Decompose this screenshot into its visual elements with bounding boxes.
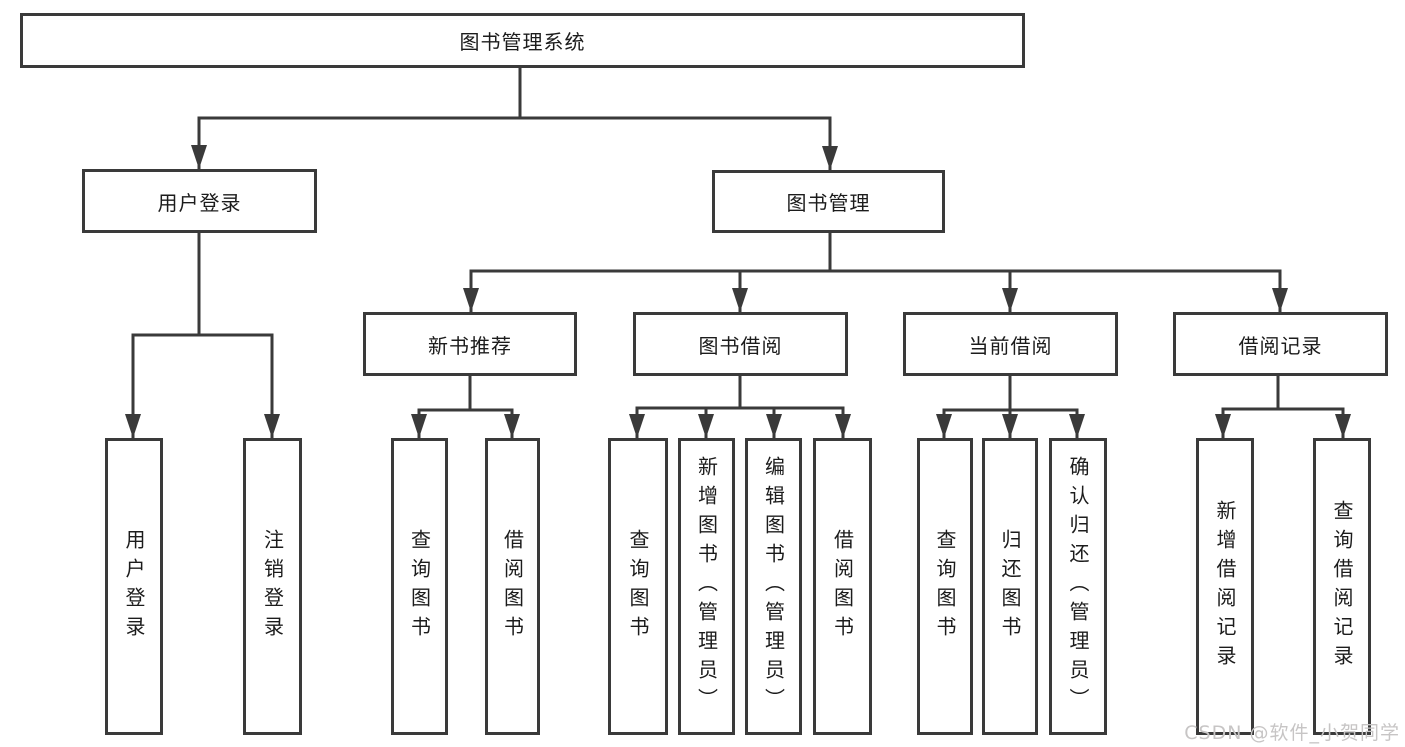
arrow-icon — [191, 145, 207, 169]
arrow-icon — [1335, 414, 1351, 438]
node-borrow-records: 借阅记录 — [1173, 312, 1388, 376]
node-book-management: 图书管理 — [712, 170, 945, 233]
leaf-borrow-query-book: 查询图书 — [608, 438, 668, 735]
leaf-label: 借阅图书 — [500, 528, 525, 645]
leaf-borrow-edit-book: 编辑图书（管理员） — [745, 438, 802, 735]
arrow-icon — [504, 414, 520, 438]
leaf-label: 查询图书 — [626, 528, 650, 645]
leaf-current-confirm-return: 确认归还（管理员） — [1049, 438, 1107, 735]
leaf-label: 查询图书 — [933, 528, 957, 645]
csdn-watermark: CSDN @软件_小贺同学 — [1184, 722, 1400, 744]
leaf-label: 归还图书 — [998, 528, 1022, 645]
node-new-book-recommend: 新书推荐 — [363, 312, 577, 376]
leaf-newbook-borrow-book: 借阅图书 — [485, 438, 540, 735]
connector-borrow-records-split — [1221, 376, 1345, 438]
arrow-icon — [1272, 288, 1288, 312]
arrow-icon — [629, 414, 645, 438]
arrow-icon — [463, 288, 479, 312]
leaf-newbook-query-book: 查询图书 — [391, 438, 448, 735]
leaf-borrow-borrow-book: 借阅图书 — [813, 438, 872, 735]
node-root-system: 图书管理系统 — [20, 13, 1025, 68]
connector-new-book-split — [417, 376, 514, 438]
leaf-label: 确认归还（管理员） — [1066, 456, 1090, 717]
node-user-login: 用户登录 — [82, 169, 317, 233]
leaf-current-query-book: 查询图书 — [917, 438, 973, 735]
leaf-label: 新增图书（管理员） — [694, 456, 719, 717]
leaf-records-add-record: 新增借阅记录 — [1196, 438, 1254, 735]
leaf-current-return-book: 归还图书 — [982, 438, 1038, 735]
arrow-icon — [264, 414, 280, 438]
leaf-logout: 注销登录 — [243, 438, 302, 735]
leaf-records-query-record: 查询借阅记录 — [1313, 438, 1371, 735]
leaf-label: 注销登录 — [260, 528, 285, 645]
arrow-icon — [1002, 288, 1018, 312]
arrow-icon — [1002, 414, 1018, 438]
connector-book-borrow-split — [635, 376, 845, 438]
connector-user-login-split — [131, 233, 274, 438]
leaf-borrow-add-book: 新增图书（管理员） — [678, 438, 735, 735]
arrowheads — [125, 145, 1351, 438]
leaf-label: 编辑图书（管理员） — [761, 456, 786, 717]
arrow-icon — [125, 414, 141, 438]
node-book-borrow: 图书借阅 — [633, 312, 848, 376]
leaf-label: 用户登录 — [122, 528, 146, 645]
leaf-label: 新增借阅记录 — [1213, 499, 1237, 674]
leaf-user-login: 用户登录 — [105, 438, 163, 735]
arrow-icon — [766, 414, 782, 438]
arrow-icon — [411, 414, 427, 438]
arrow-icon — [732, 288, 748, 312]
leaf-label: 查询图书 — [407, 528, 432, 645]
leaf-label: 借阅图书 — [830, 528, 855, 645]
node-current-borrow: 当前借阅 — [903, 312, 1118, 376]
connector-book-management-split — [469, 233, 1282, 312]
arrow-icon — [936, 414, 952, 438]
arrow-icon — [698, 414, 714, 438]
arrow-icon — [1069, 414, 1085, 438]
arrow-icon — [822, 146, 838, 170]
arrow-icon — [1215, 414, 1231, 438]
arrow-icon — [835, 414, 851, 438]
connector-root-split — [197, 68, 832, 170]
leaf-label: 查询借阅记录 — [1330, 499, 1354, 674]
